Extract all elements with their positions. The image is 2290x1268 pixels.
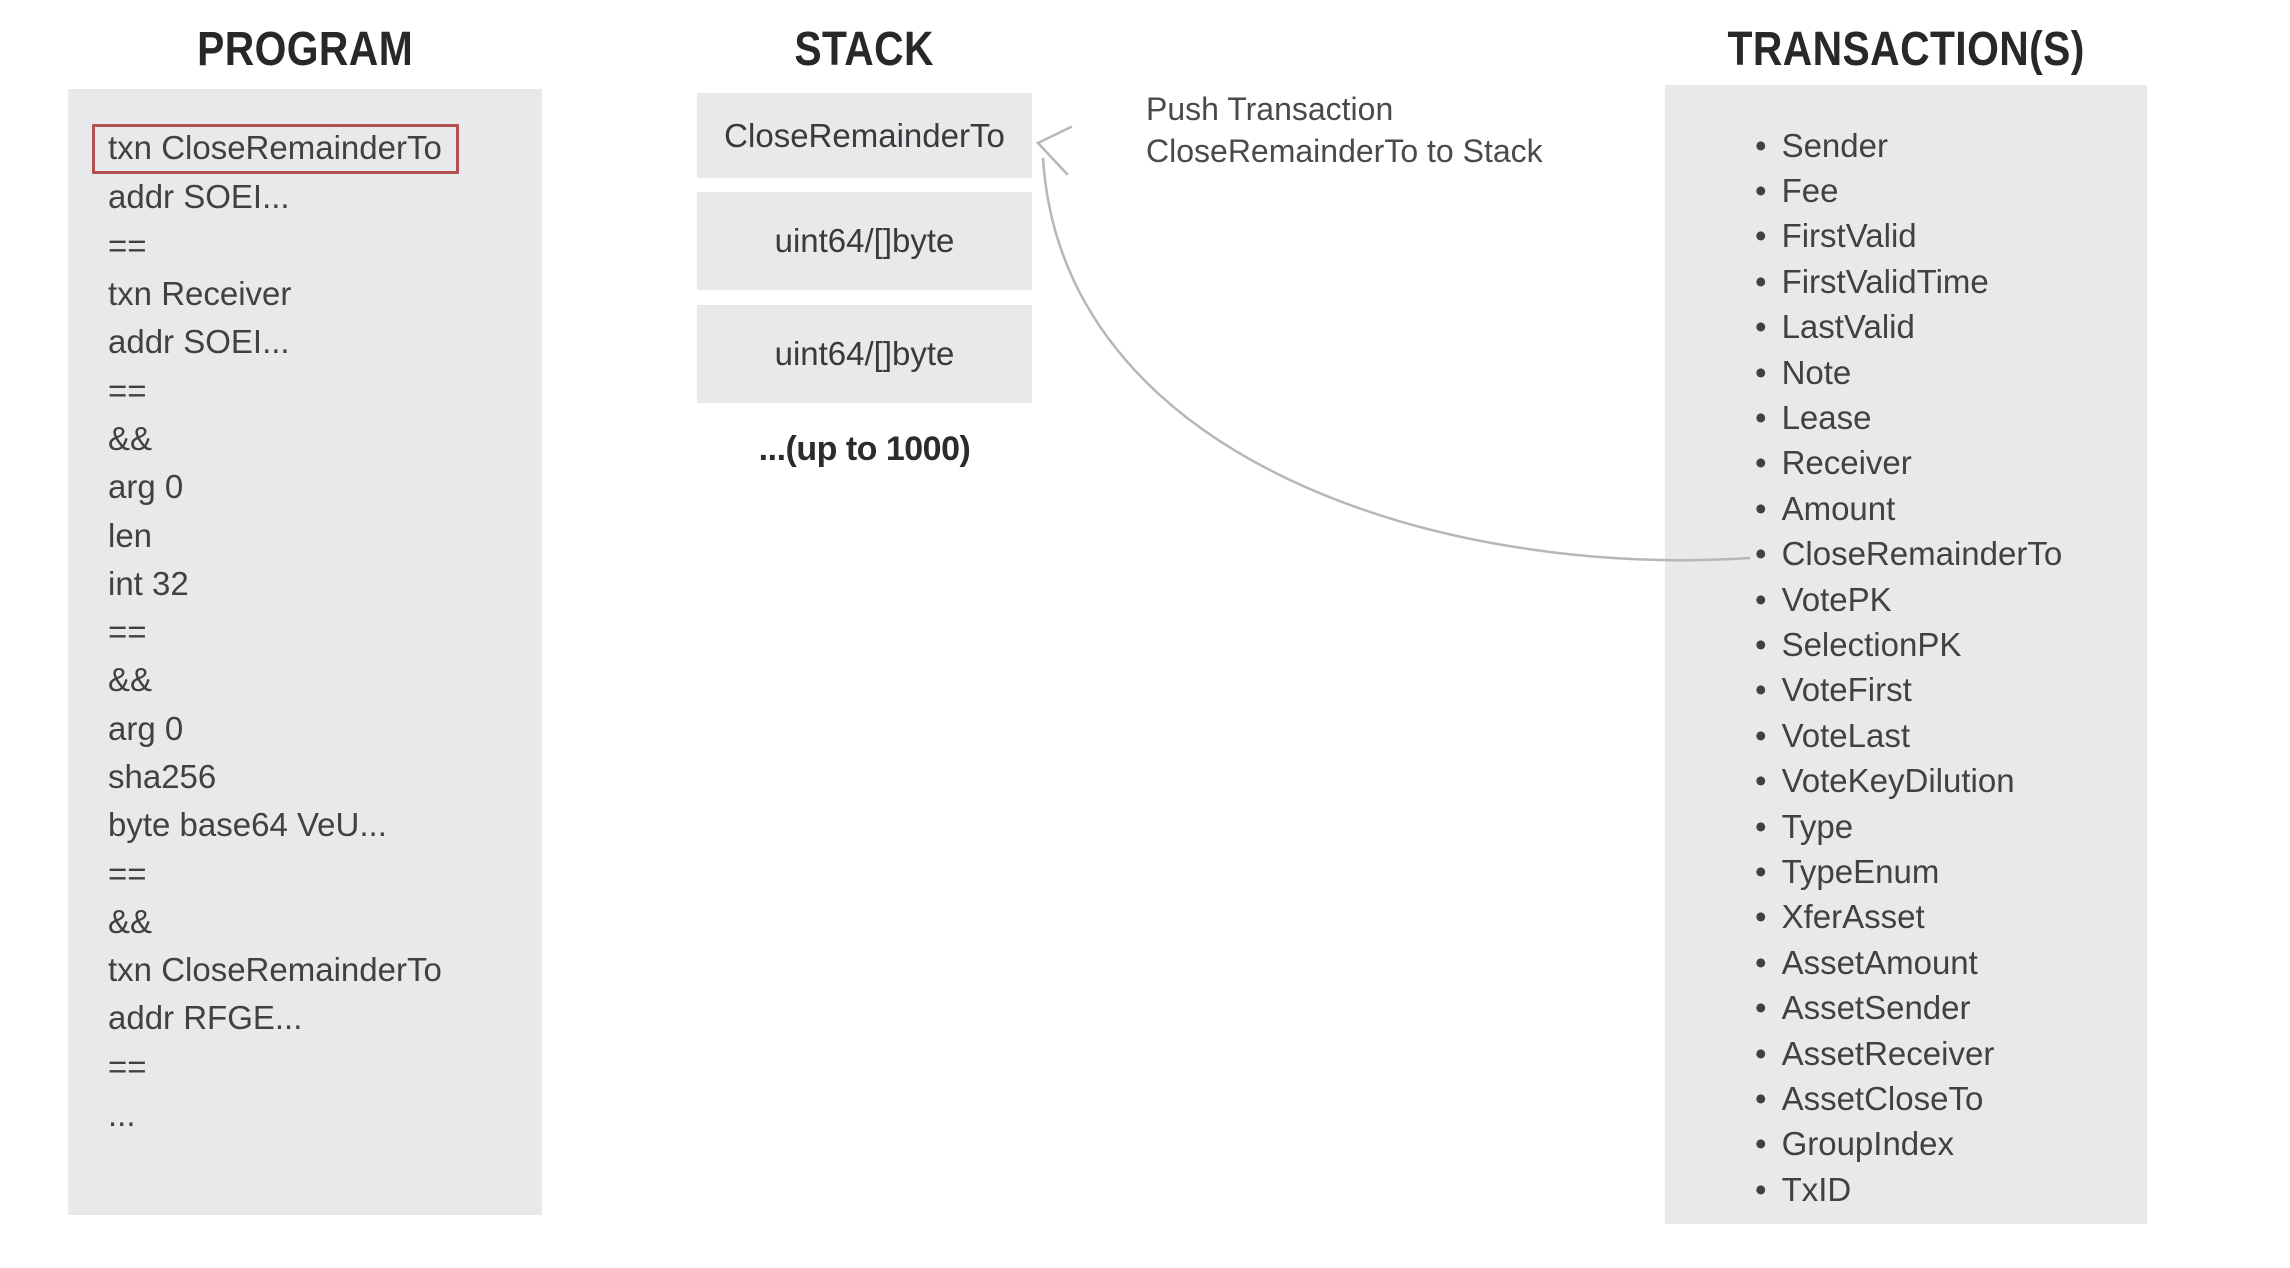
- program-line: txn Receiver: [108, 275, 292, 313]
- program-line: byte base64 VeU...: [108, 806, 387, 844]
- program-line: &&: [108, 661, 153, 699]
- stack-capacity-note: ...(up to 1000): [758, 430, 971, 468]
- push-annotation-line1: Push Transaction: [1146, 91, 1394, 127]
- program-line: &&: [108, 419, 153, 457]
- program-line: arg 0: [108, 709, 184, 747]
- arrowhead-icon: [1035, 125, 1073, 176]
- transaction-item: AssetSender: [1755, 985, 2147, 1030]
- program-line: txn CloseRemainderTo: [108, 951, 442, 989]
- highlighted-program-line: txn CloseRemainderTo: [92, 124, 459, 175]
- transaction-item: VoteKeyDilution: [1755, 758, 2147, 803]
- program-line: ==: [108, 371, 147, 409]
- stack-box: CloseRemainderTo: [697, 93, 1032, 178]
- transaction-item: VoteFirst: [1755, 668, 2147, 713]
- push-annotation: Push Transaction CloseRemainderTo to Sta…: [1146, 88, 1543, 172]
- transactions-title: TRANSACTION(S): [1727, 23, 2085, 76]
- program-line: addr SOEI...: [108, 323, 290, 361]
- stack-column: CloseRemainderTo uint64/[]byte uint64/[]…: [697, 93, 1032, 469]
- transaction-item: VotePK: [1755, 577, 2147, 622]
- program-line: arg 0: [108, 468, 184, 506]
- program-line: ==: [108, 854, 147, 892]
- transaction-item: CloseRemainderTo: [1755, 532, 2147, 577]
- transaction-item: TxID: [1755, 1167, 2147, 1212]
- program-line: ==: [108, 1047, 147, 1085]
- transaction-item: Note: [1755, 350, 2147, 395]
- transaction-item: AssetReceiver: [1755, 1031, 2147, 1076]
- push-arrow-path: [1041, 157, 1751, 562]
- program-box: txn CloseRemainderTo addr SOEI... == txn…: [68, 89, 542, 1215]
- transactions-box: Sender Fee FirstValid FirstValidTime Las…: [1665, 85, 2147, 1224]
- program-title: PROGRAM: [196, 23, 414, 76]
- transaction-item: XferAsset: [1755, 895, 2147, 940]
- stack-box: uint64/[]byte: [697, 192, 1032, 290]
- transaction-item: AssetAmount: [1755, 940, 2147, 985]
- program-line: addr SOEI...: [108, 178, 290, 216]
- program-line: sha256: [108, 758, 217, 795]
- transaction-item: AssetCloseTo: [1755, 1076, 2147, 1121]
- program-line: ==: [108, 613, 147, 651]
- transaction-item: FirstValidTime: [1755, 259, 2147, 304]
- stack-box: uint64/[]byte: [697, 305, 1032, 403]
- stack-title: STACK: [794, 23, 935, 76]
- push-annotation-line2: CloseRemainderTo to Stack: [1146, 133, 1543, 169]
- transaction-item: Sender: [1755, 123, 2147, 168]
- program-line: int 32: [108, 564, 189, 602]
- transaction-item: VoteLast: [1755, 713, 2147, 758]
- transaction-item: Lease: [1755, 395, 2147, 440]
- program-line: addr RFGE...: [108, 999, 303, 1037]
- transaction-item: Fee: [1755, 168, 2147, 213]
- transaction-item: Amount: [1755, 486, 2147, 531]
- program-line: ==: [108, 226, 147, 264]
- transaction-item: FirstValid: [1755, 214, 2147, 259]
- transaction-item: LastValid: [1755, 305, 2147, 350]
- program-line: ...: [108, 1096, 136, 1134]
- program-line: txn CloseRemainderTo: [92, 124, 542, 175]
- transaction-item: TypeEnum: [1755, 849, 2147, 894]
- transaction-item: Type: [1755, 804, 2147, 849]
- program-line: len: [108, 516, 153, 554]
- transaction-item: SelectionPK: [1755, 622, 2147, 667]
- transaction-item: GroupIndex: [1755, 1122, 2147, 1167]
- program-line: &&: [108, 902, 153, 940]
- transaction-item: Receiver: [1755, 441, 2147, 486]
